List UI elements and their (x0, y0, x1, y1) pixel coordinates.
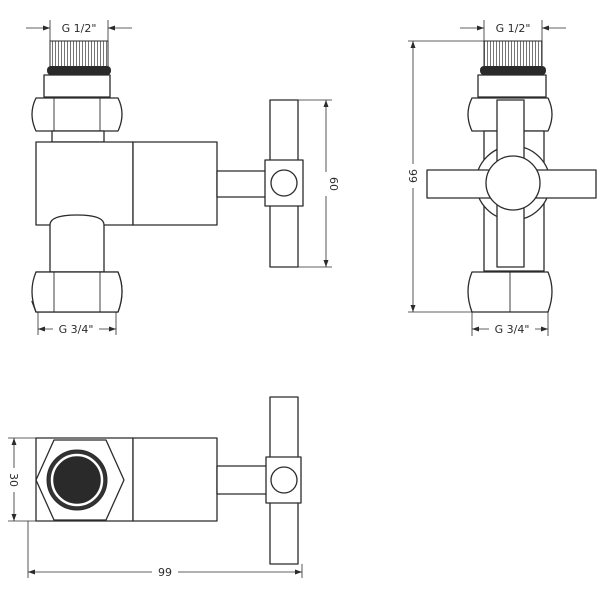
side-top-seal (480, 66, 546, 75)
side-top-thread (483, 40, 543, 68)
front-bottom-thread-label: G 3/4" (59, 323, 94, 336)
top-view (35, 396, 302, 565)
side-handle-cap (485, 155, 541, 211)
top-total-length-label: 99 (158, 566, 172, 579)
front-top-thread-label: G 1/2" (62, 22, 97, 35)
top-handle-cap (270, 466, 298, 494)
side-view (426, 40, 597, 313)
side-top-collar (477, 74, 547, 98)
top-stem (216, 465, 270, 495)
front-dimensions: G 1/2" G 3/4" 60 (26, 20, 340, 336)
side-dimensions: G 1/2" 99 G 3/4" (405, 20, 566, 336)
front-stem (216, 170, 270, 198)
front-handle-height-label: 60 (327, 177, 340, 191)
top-bonnet (132, 437, 218, 522)
front-view (31, 40, 304, 313)
front-handle-cap (270, 169, 298, 197)
front-valve-body (35, 141, 134, 226)
front-top-nut (31, 97, 123, 132)
front-top-collar (43, 74, 111, 98)
top-depth-label: 30 (7, 473, 20, 487)
top-outlet-bore (50, 453, 104, 507)
front-top-neck (51, 130, 105, 143)
side-top-thread-label: G 1/2" (496, 22, 531, 35)
front-top-seal (47, 66, 111, 75)
side-total-height-label: 99 (406, 169, 419, 183)
front-bonnet (132, 141, 218, 226)
top-dimensions: 30 99 (6, 437, 303, 579)
side-bottom-thread-label: G 3/4" (495, 323, 530, 336)
front-top-thread (49, 40, 109, 68)
front-lower-neck (49, 214, 105, 273)
